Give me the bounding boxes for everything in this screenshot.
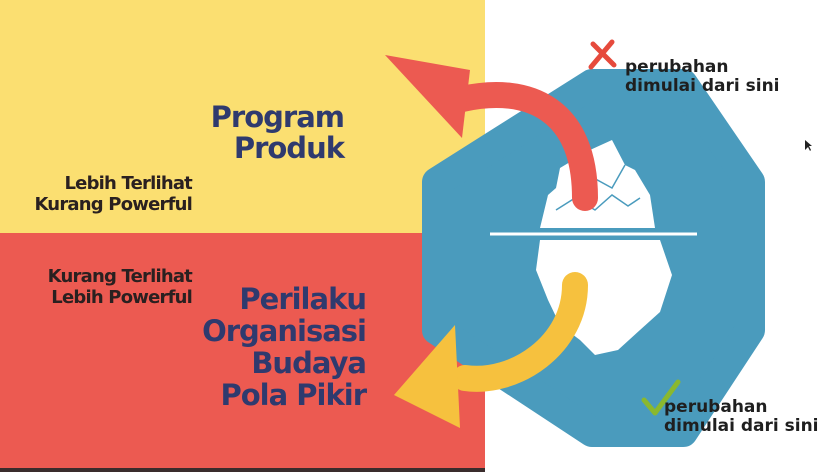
- yellow-arrow-head: [394, 325, 460, 428]
- iceberg-tip-lines: [555, 194, 641, 211]
- note-bottom: perubahan dimulai dari sini: [664, 398, 819, 435]
- red-curved-arrow: [449, 82, 598, 211]
- bottom-title-line-3: Budaya: [251, 346, 367, 380]
- bottom-label-line-2: Lebih Powerful: [51, 287, 193, 308]
- cross-icon: [588, 39, 617, 70]
- bottom-label-line-1: Kurang Terlihat: [47, 266, 193, 287]
- bottom-title-line-1: Perilaku: [239, 282, 367, 316]
- red-arrow-head: [385, 55, 470, 138]
- bottom-title: Perilaku Organisasi Budaya Pola Pikir: [202, 282, 367, 412]
- top-label-line-2: Kurang Powerful: [34, 194, 192, 215]
- mouse-cursor-icon: [805, 140, 812, 151]
- note-top-line-1: perubahan: [625, 57, 729, 77]
- yellow-curved-arrow: [452, 272, 588, 392]
- bottom-quadrant-background: [0, 233, 485, 472]
- note-top-line-2: dimulai dari sini: [625, 75, 780, 96]
- top-quadrant-background: [0, 0, 485, 233]
- note-bottom-line-1: perubahan: [664, 397, 768, 417]
- top-title-line-1: Program: [210, 100, 345, 134]
- top-title-line-2: Produk: [233, 131, 345, 165]
- note-top: perubahan dimulai dari sini: [625, 58, 780, 95]
- bottom-label: Kurang Terlihat Lebih Powerful: [47, 266, 193, 308]
- bottom-title-line-2: Organisasi: [202, 314, 367, 348]
- top-title: Program Produk: [210, 100, 345, 165]
- top-label-line-1: Lebih Terlihat: [64, 173, 193, 194]
- bottom-border-line: [0, 468, 485, 472]
- check-icon: [641, 379, 681, 416]
- top-label: Lebih Terlihat Kurang Powerful: [34, 175, 192, 214]
- bottom-title-line-4: Pola Pikir: [220, 378, 367, 412]
- note-bottom-line-2: dimulai dari sini: [664, 415, 819, 436]
